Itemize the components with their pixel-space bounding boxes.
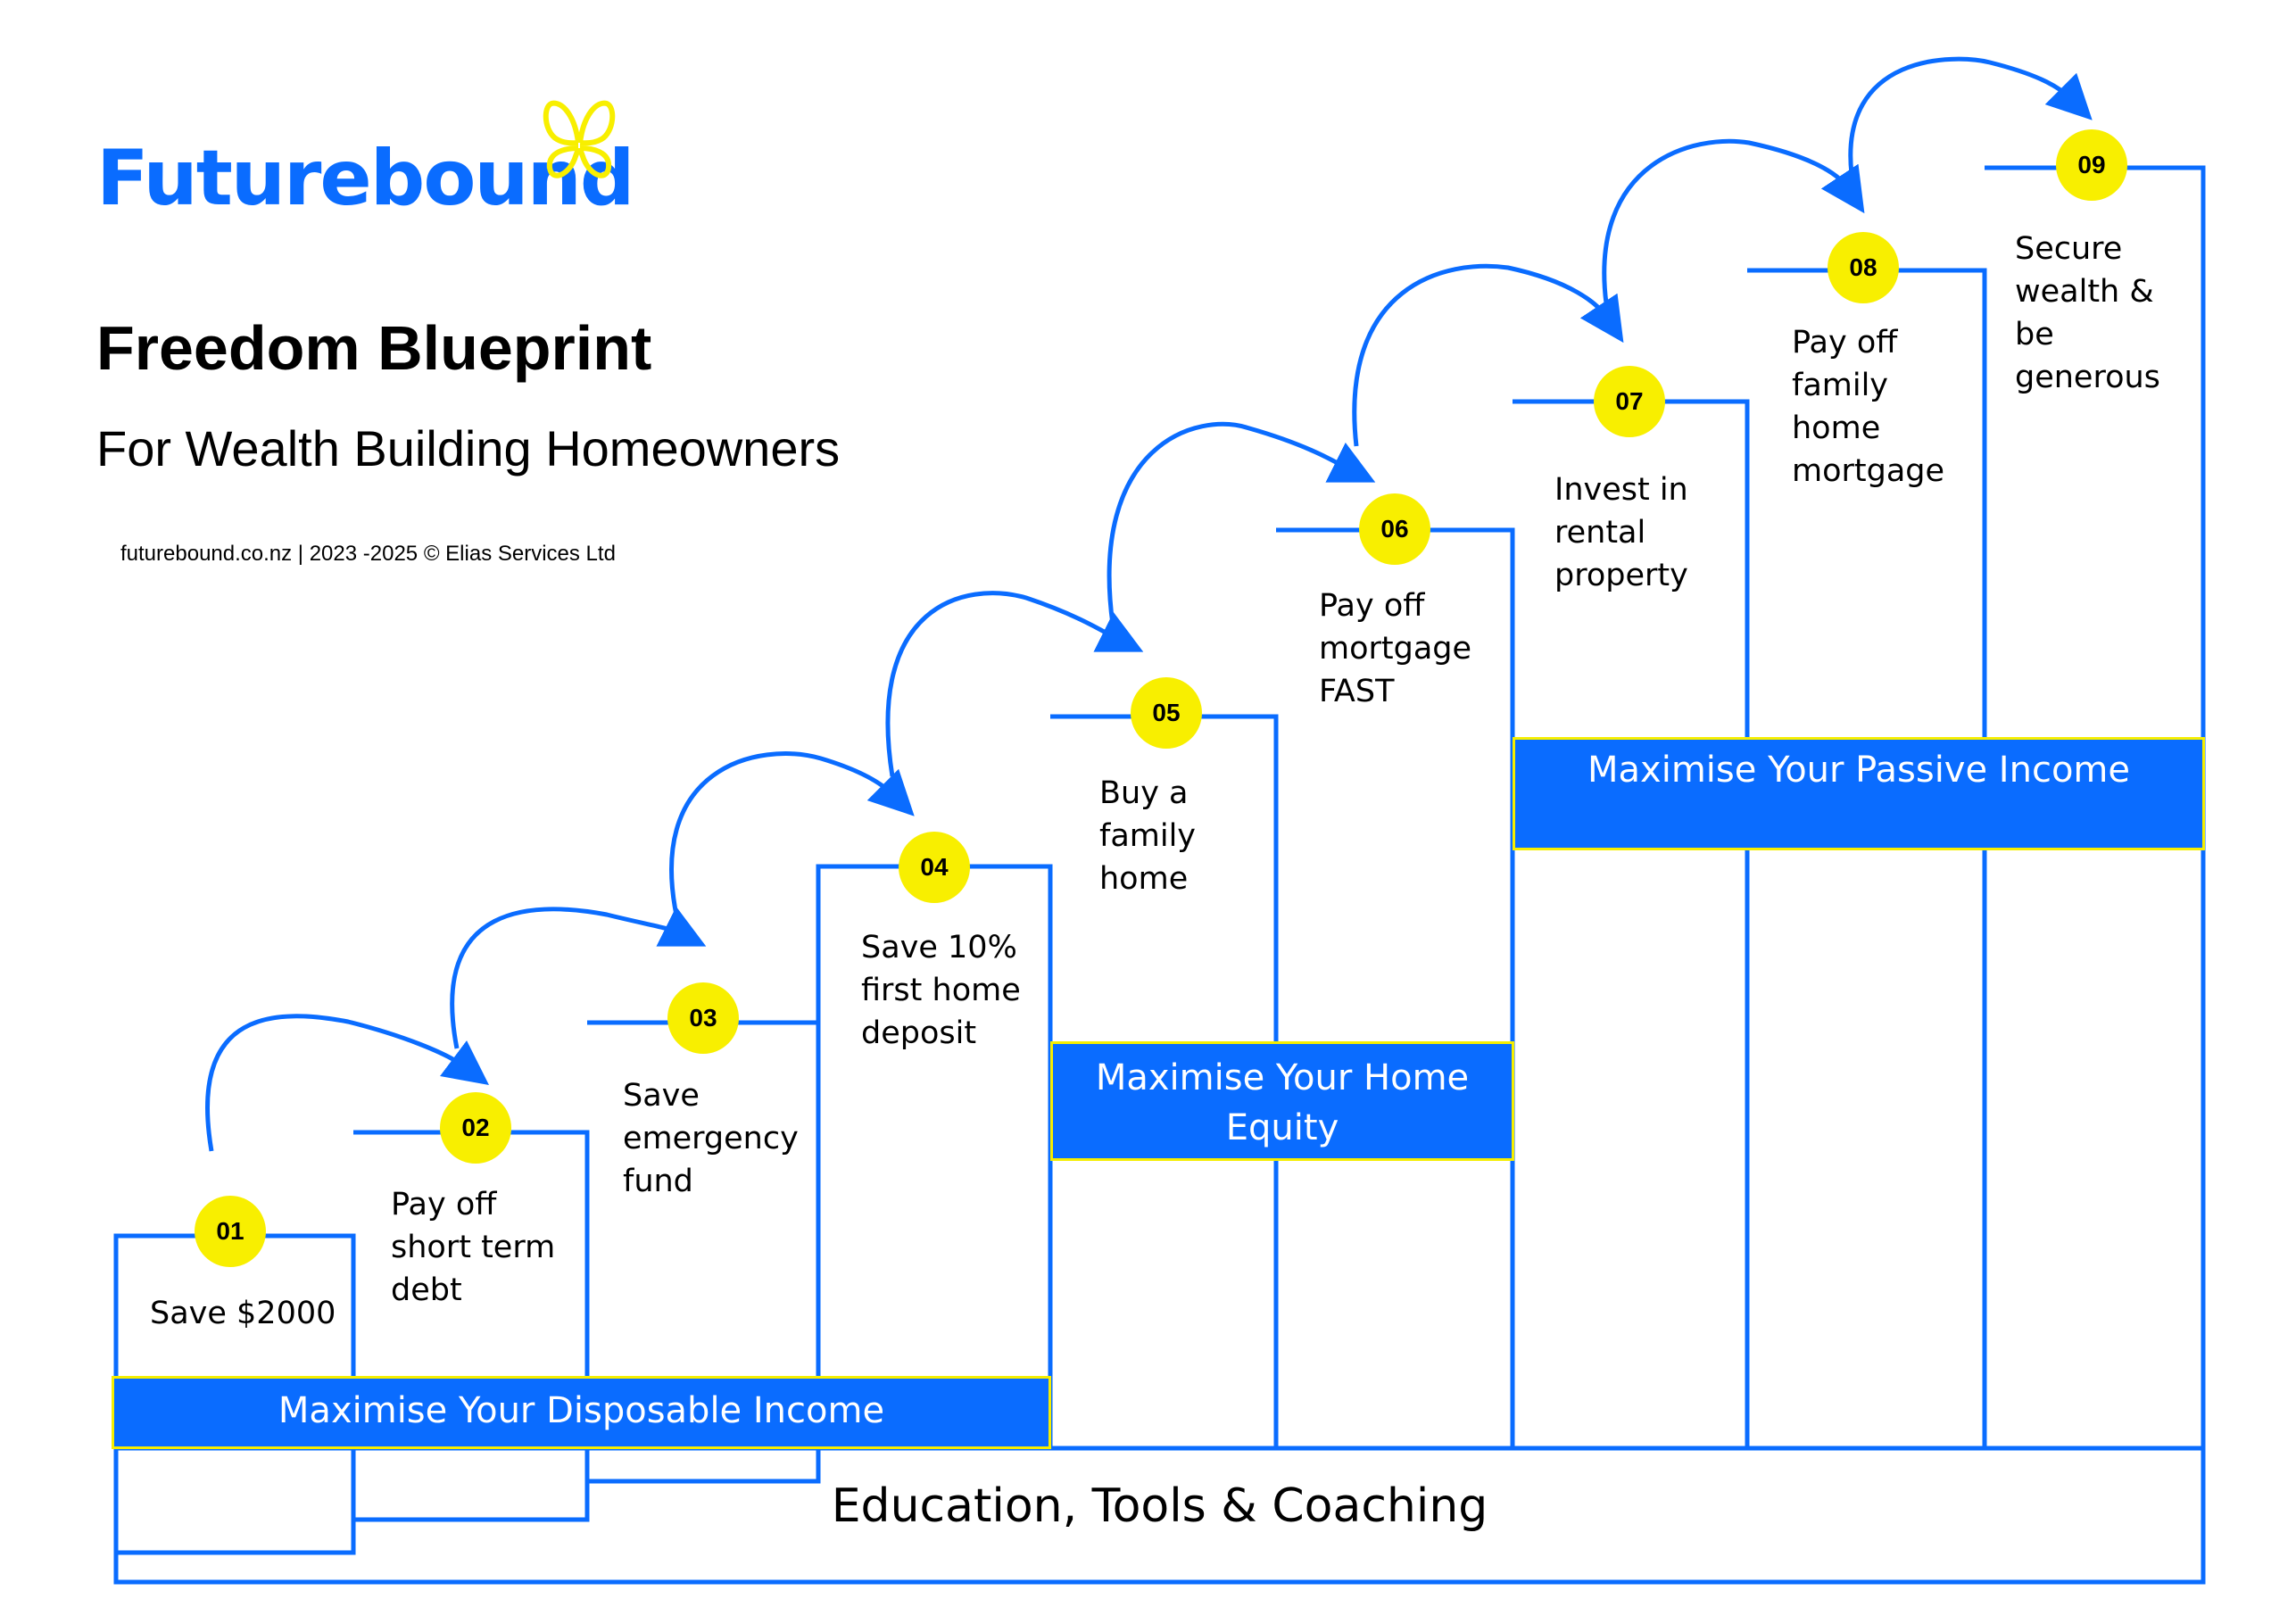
arrow-01-02: [205, 1014, 490, 1152]
step-07-label: Invest in rental property: [1554, 472, 1688, 593]
foundation-label: Education, Tools & Coaching: [831, 1479, 1488, 1533]
phase-banner-passive-income: Maximise Your Passive Income: [1513, 737, 2205, 850]
step-01-box: [113, 1233, 356, 1555]
step-06-badge: 06: [1359, 493, 1430, 565]
arrow-08-09: [1848, 56, 2093, 175]
step-05-box: [1050, 714, 1279, 1448]
step-05-badge: 05: [1131, 677, 1202, 749]
butterfly-logo-icon: [543, 100, 616, 178]
copyright-footer: futurebound.co.nz | 2023 -2025 © Elias S…: [120, 542, 616, 566]
arrow-03-04: [669, 751, 915, 924]
step-07-box: [1513, 399, 1750, 1448]
step-08-label: Pay off family home mortgage: [1792, 325, 1945, 489]
page-subtitle: For Wealth Building Homeowners: [96, 420, 841, 476]
arrow-05-06: [1107, 421, 1376, 626]
page-title: Freedom Blueprint: [96, 313, 652, 383]
phase-banner-disposable-income: Maximise Your Disposable Income: [112, 1376, 1051, 1449]
step-01-badge: 01: [195, 1196, 266, 1267]
step-02-label: Pay off short term debt: [391, 1187, 556, 1308]
arrow-07-08: [1602, 138, 1865, 304]
step-02-badge: 02: [440, 1092, 511, 1164]
step-09-label: Secure wealth & be generous: [2015, 231, 2160, 395]
step-04-badge: 04: [899, 832, 970, 903]
phase-banner-home-equity: Maximise Your Home Equity: [1050, 1041, 1514, 1161]
brand-logo-text: Futurebound: [96, 134, 634, 223]
step-03-label: Save emergency fund: [623, 1078, 799, 1199]
step-09-badge: 09: [2056, 129, 2127, 201]
step-08-box: [1747, 268, 1987, 1448]
step-01-label: Save $2000: [150, 1296, 336, 1331]
step-03-badge: 03: [667, 982, 739, 1054]
arrow-04-05: [885, 591, 1144, 777]
step-05-label: Buy a family home: [1099, 775, 1197, 897]
step-06-label: Pay off mortgage FAST: [1319, 588, 1472, 709]
arrow-06-07: [1352, 263, 1624, 447]
step-07-badge: 07: [1594, 366, 1665, 437]
step-04-label: Save 10% first home deposit: [861, 930, 1021, 1051]
arrow-02-03: [450, 906, 707, 1049]
step-08-badge: 08: [1828, 232, 1899, 303]
